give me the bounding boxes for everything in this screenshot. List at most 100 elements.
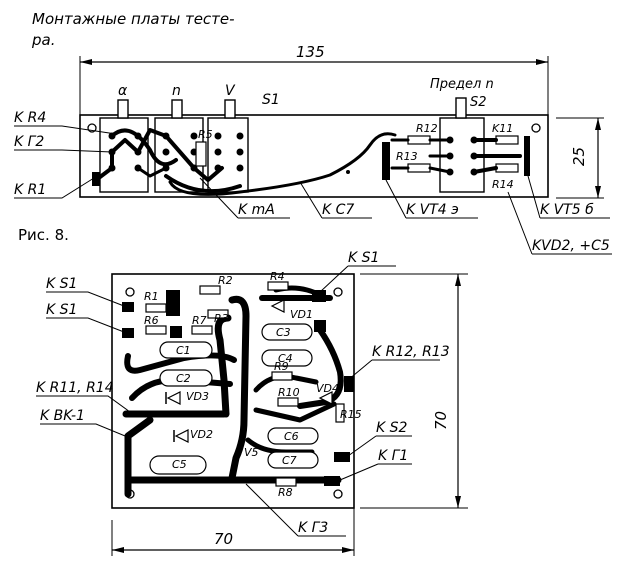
arrow-down (595, 186, 601, 198)
label-r15: R15 (340, 408, 362, 421)
callout-kvt5: K VT5 б (540, 202, 594, 218)
wire (390, 138, 452, 174)
label-c5: C5 (172, 458, 187, 471)
mounting-hole (531, 123, 541, 133)
label-r1: R1 (144, 290, 159, 303)
resistor-r13 (407, 163, 431, 173)
resistor-r8 (275, 477, 297, 487)
label-r14: R14 (492, 178, 514, 191)
arrow-right (342, 547, 354, 553)
diode-vd1 (270, 299, 285, 313)
leader-line (14, 149, 113, 153)
component-labels: R1 R6 R2 R4 R3 R7 VD1 C3 C1 C4 C2 R9 R10… (144, 270, 362, 499)
figure-label: Рис. 8. (18, 226, 69, 244)
label-k11: K11 (492, 122, 513, 135)
label-r7: R7 (192, 314, 207, 327)
capacitor-c1 (159, 341, 213, 359)
diodes (165, 299, 333, 443)
label-vd4: VD4 (316, 382, 339, 395)
capacitors (149, 323, 319, 475)
wire-lead (92, 172, 100, 186)
label-vd2: VD2 (190, 428, 213, 441)
label-vd1: VD1 (290, 308, 313, 321)
label-vd3: VD3 (186, 390, 209, 403)
callout-kc7: K C7 (322, 202, 354, 218)
callout-ks1-top: K S1 (348, 250, 379, 266)
trace (124, 416, 154, 498)
label-v5: V5 (244, 446, 259, 459)
board-outline (79, 114, 549, 198)
label-r3: R3 (214, 312, 229, 325)
dimension-label-width: 70 (214, 530, 233, 548)
callout-kbk1: K BK-1 (40, 408, 85, 424)
top-board: 135 25 α n V S1 (14, 43, 612, 255)
callout-kr12-r13: K R12, R13 (372, 344, 450, 360)
wire (94, 128, 224, 182)
capacitor-c5 (149, 455, 207, 475)
resistor-r5 (195, 141, 207, 167)
leader-line (347, 359, 440, 381)
dimension-label-width: 135 (296, 43, 325, 61)
mounting-hole (333, 489, 343, 499)
wire (472, 138, 522, 174)
bottom-board: 70 70 (36, 250, 468, 556)
switch-s1-pins (108, 132, 244, 172)
resistor-r9 (271, 371, 293, 381)
wire-long (168, 132, 397, 196)
leader-line (46, 291, 125, 307)
resistor-r2 (199, 285, 221, 295)
capacitor-c7 (267, 451, 319, 469)
arrow-up (455, 274, 461, 286)
dimension-label-height: 25 (570, 147, 588, 166)
diode-vd3 (166, 391, 181, 405)
resistor-r10 (277, 397, 299, 407)
leader-line (199, 177, 290, 219)
switch-s2-knob (455, 97, 467, 119)
capacitor-c6 (267, 427, 319, 445)
leader-line (299, 181, 372, 219)
switch-s2-label: S2 (470, 95, 487, 110)
resistor-r14 (495, 163, 519, 173)
leader-line (507, 191, 612, 255)
leader-line (527, 175, 610, 219)
caption-line-2: ра. (31, 31, 55, 49)
label-r9: R9 (274, 360, 289, 373)
arrow-left (80, 59, 92, 65)
mounting-hole (125, 287, 135, 297)
label-c2: C2 (176, 372, 191, 385)
label-r2: R2 (218, 274, 233, 287)
resistor-r6 (145, 325, 167, 335)
predel-label: Предел n (430, 77, 494, 92)
switch-knob (117, 99, 129, 119)
label-c1: C1 (176, 344, 191, 357)
leader-line (14, 125, 117, 135)
leader-line (46, 317, 125, 333)
label-c6: C6 (284, 430, 299, 443)
solder-point (346, 170, 350, 174)
transistor-lead-vt5 (524, 136, 530, 176)
trace (124, 352, 237, 374)
capacitor-c3 (261, 323, 313, 341)
caption-line-1: Монтажные платы тесте- (32, 10, 235, 28)
leader-line (245, 483, 346, 537)
label-r12: R12 (416, 122, 438, 135)
wire (164, 174, 242, 194)
transistor-lead-vt4 (382, 142, 390, 180)
callout-kma: K mA (238, 202, 275, 218)
label-r5: R5 (198, 128, 213, 141)
mounting-hole (333, 287, 343, 297)
switch-s1-label: S1 (262, 92, 280, 108)
arrow-left (112, 547, 124, 553)
switch-label-alpha: α (118, 83, 128, 99)
solder-pads (122, 290, 354, 486)
arrow-down (455, 496, 461, 508)
label-r6: R6 (144, 314, 159, 327)
resistor-r3 (207, 309, 229, 319)
wire (110, 128, 178, 167)
diode-vd4 (318, 391, 333, 405)
switch-knob (171, 99, 183, 119)
callout-kr1: K R1 (14, 182, 46, 198)
label-c7: C7 (282, 454, 297, 467)
leader-line (14, 177, 95, 199)
